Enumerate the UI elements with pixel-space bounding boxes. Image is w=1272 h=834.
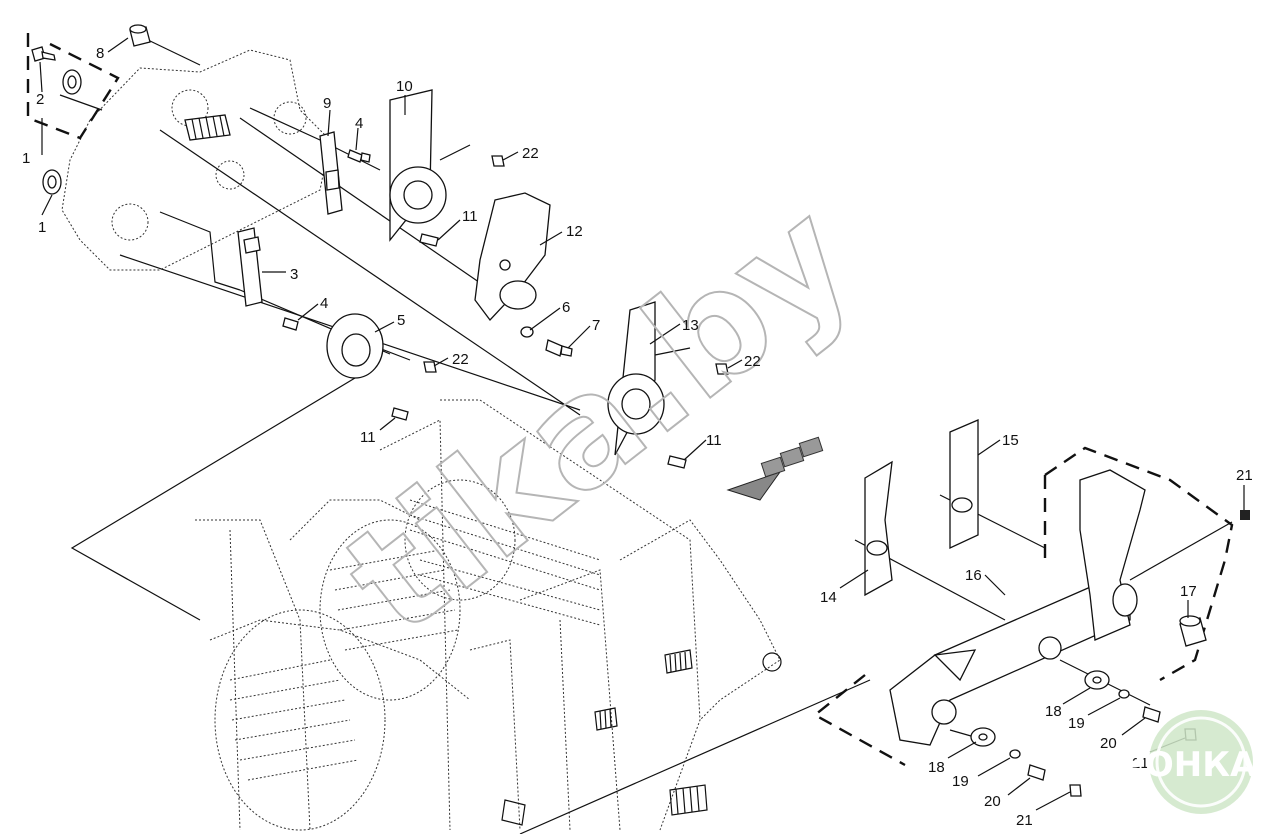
dashed-group-right-bracket [812, 446, 1234, 767]
part-label: 13 [682, 317, 699, 334]
part-label: 4 [355, 115, 363, 132]
part-label: 18 [928, 759, 945, 776]
part-label: 20 [984, 793, 1001, 810]
part-21-bolt-top [1240, 510, 1250, 520]
part-11-screw-right [667, 455, 687, 469]
agronka-logo: АГРОНКА [1072, 710, 1257, 814]
gearbox-housing [61, 49, 331, 271]
part-labels: 1 1 2 3 4 4 5 6 7 8 9 10 11 11 11 12 13 … [22, 45, 1253, 829]
part-9-plate [319, 131, 343, 215]
part-label: 16 [965, 567, 982, 584]
part-19-lockwasher-b [1009, 749, 1021, 759]
part-label: 1 [22, 150, 30, 167]
part-4-screw-lower [282, 317, 299, 331]
frame-threaded-shafts [501, 649, 782, 826]
part-18-washer-a [1084, 670, 1110, 690]
part-1-nut-upper [62, 69, 82, 95]
part-label: 19 [952, 773, 969, 790]
part-label: 1 [38, 219, 46, 236]
part-label: 22 [744, 353, 761, 370]
machine-frame [195, 399, 781, 831]
direction-arrow [726, 436, 824, 501]
part-14-cover [864, 460, 893, 597]
part-label: 22 [452, 351, 469, 368]
part-label: 17 [1180, 583, 1197, 600]
part-1-nut-lower [42, 169, 62, 195]
part-label: 22 [522, 145, 539, 162]
part-label: 21 [1236, 467, 1253, 484]
part-13-cover [607, 301, 665, 456]
part-5-flange [326, 313, 384, 379]
part-label: 12 [566, 223, 583, 240]
part-label: 10 [396, 78, 413, 95]
part-label: 20 [1100, 735, 1117, 752]
part-label: 21 [1132, 755, 1149, 772]
part-label: 11 [706, 432, 722, 449]
part-label: 11 [462, 208, 478, 225]
logo-text: АГРОНКА [1072, 745, 1257, 785]
part-4-screw-upper [347, 149, 371, 163]
part-11-screw-upper [419, 233, 439, 247]
part-15-cover [949, 419, 979, 550]
watermark-text: tika.by [315, 170, 884, 668]
part-label: 2 [36, 91, 44, 108]
part-20-bolt-a [1142, 706, 1161, 723]
part-label: 8 [96, 45, 104, 62]
part-label: 18 [1045, 703, 1062, 720]
part-18-washer-b [970, 727, 996, 747]
part-22-screw-middle [423, 361, 437, 373]
part-7-bolt [545, 339, 573, 357]
part-22-screw-upper [491, 155, 505, 167]
part-label: 4 [320, 295, 328, 312]
part-21-nut-b [1069, 784, 1082, 797]
part-16-bracket [889, 469, 1146, 746]
part-label: 7 [592, 317, 600, 334]
part-12-guard [474, 192, 551, 322]
part-11-screw-middle [391, 407, 409, 421]
threaded-shaft-upper [184, 114, 231, 141]
part-10-cover [389, 89, 447, 242]
part-2-bolt [31, 46, 56, 62]
part-label: 21 [1016, 812, 1033, 829]
part-label: 5 [397, 312, 405, 329]
part-22-screw-right [715, 363, 729, 375]
part-20-bolt-b [1027, 764, 1046, 781]
part-label: 15 [1002, 432, 1019, 449]
dashed-group-upper-left [26, 33, 120, 140]
part-label: 6 [562, 299, 570, 316]
part-label: 11 [360, 429, 376, 446]
part-label: 19 [1068, 715, 1085, 732]
part-19-lockwasher-a [1118, 689, 1130, 699]
part-label: 14 [820, 589, 837, 606]
part-3-plate [237, 227, 263, 307]
part-label: 9 [323, 95, 331, 112]
part-8-cap [129, 24, 151, 47]
part-label: 3 [290, 266, 298, 283]
part-17-bushing [1179, 615, 1207, 647]
